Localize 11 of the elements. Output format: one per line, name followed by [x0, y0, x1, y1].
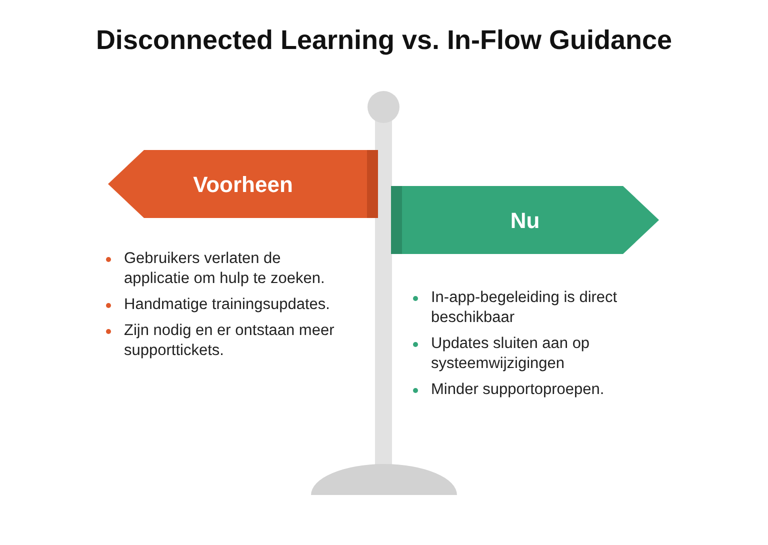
- bullet-text: Gebruikers verlaten de applicatie om hulp te zoeken.: [124, 249, 326, 289]
- bullet-text: Handmatige trainingsupdates.: [124, 295, 330, 315]
- bullet-text: Minder supportoproepen.: [431, 380, 604, 400]
- arrow-sign: [108, 150, 378, 218]
- arrow-sign: [391, 186, 659, 254]
- bullet-text: Updates sluiten aan op systeemwijzigingen: [431, 334, 591, 374]
- sign-label: Voorheen: [193, 170, 293, 198]
- bullet-text: In-app-begeleiding is direct beschikbaar: [431, 288, 618, 328]
- sign-label: Nu: [510, 206, 540, 234]
- title: Disconnected Learning vs. In-Flow Guidance: [94, 24, 674, 57]
- bullet-text: Zijn nodig en er ontstaan meer supporttickets.: [124, 321, 336, 361]
